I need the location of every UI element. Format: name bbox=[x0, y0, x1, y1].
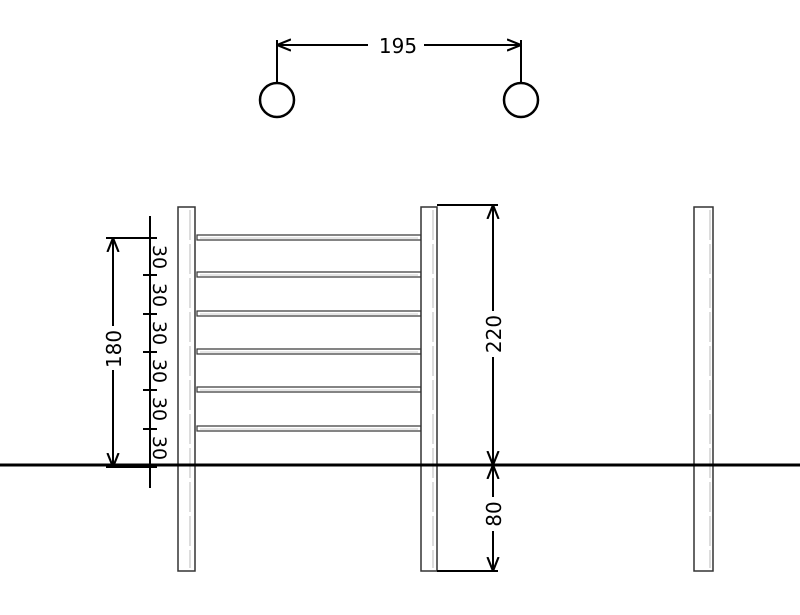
front-view: 180 30 30 30 30 30 30 220 80 bbox=[102, 204, 506, 572]
rung bbox=[196, 348, 422, 355]
rung bbox=[196, 425, 422, 432]
side-view bbox=[693, 206, 714, 572]
side-view-post bbox=[693, 206, 714, 572]
rung-spacing-label: 30 bbox=[148, 321, 170, 345]
rung bbox=[196, 271, 422, 278]
rung-spacing-label: 30 bbox=[148, 359, 170, 383]
right-post bbox=[420, 206, 438, 572]
rung-spacing-label: 30 bbox=[148, 283, 170, 307]
rung-spacing-chain: 30 30 30 30 30 30 bbox=[143, 216, 170, 488]
rungs bbox=[196, 234, 422, 432]
left-post bbox=[177, 206, 196, 572]
right-post-top-view bbox=[502, 81, 540, 119]
rung-spacing-label: 30 bbox=[148, 436, 170, 460]
left-post-top-view bbox=[258, 81, 296, 119]
rung-spacing-label: 30 bbox=[148, 397, 170, 421]
top-view: 195 bbox=[258, 34, 540, 119]
rung bbox=[196, 310, 422, 317]
rung bbox=[196, 234, 422, 241]
height-above-ground-label: 220 bbox=[482, 315, 506, 353]
post-spacing-label: 195 bbox=[379, 34, 417, 58]
depth-below-ground-label: 80 bbox=[482, 501, 506, 526]
rung bbox=[196, 386, 422, 393]
rung-spacing-label: 30 bbox=[148, 245, 170, 269]
ladder-span-label: 180 bbox=[102, 330, 126, 368]
